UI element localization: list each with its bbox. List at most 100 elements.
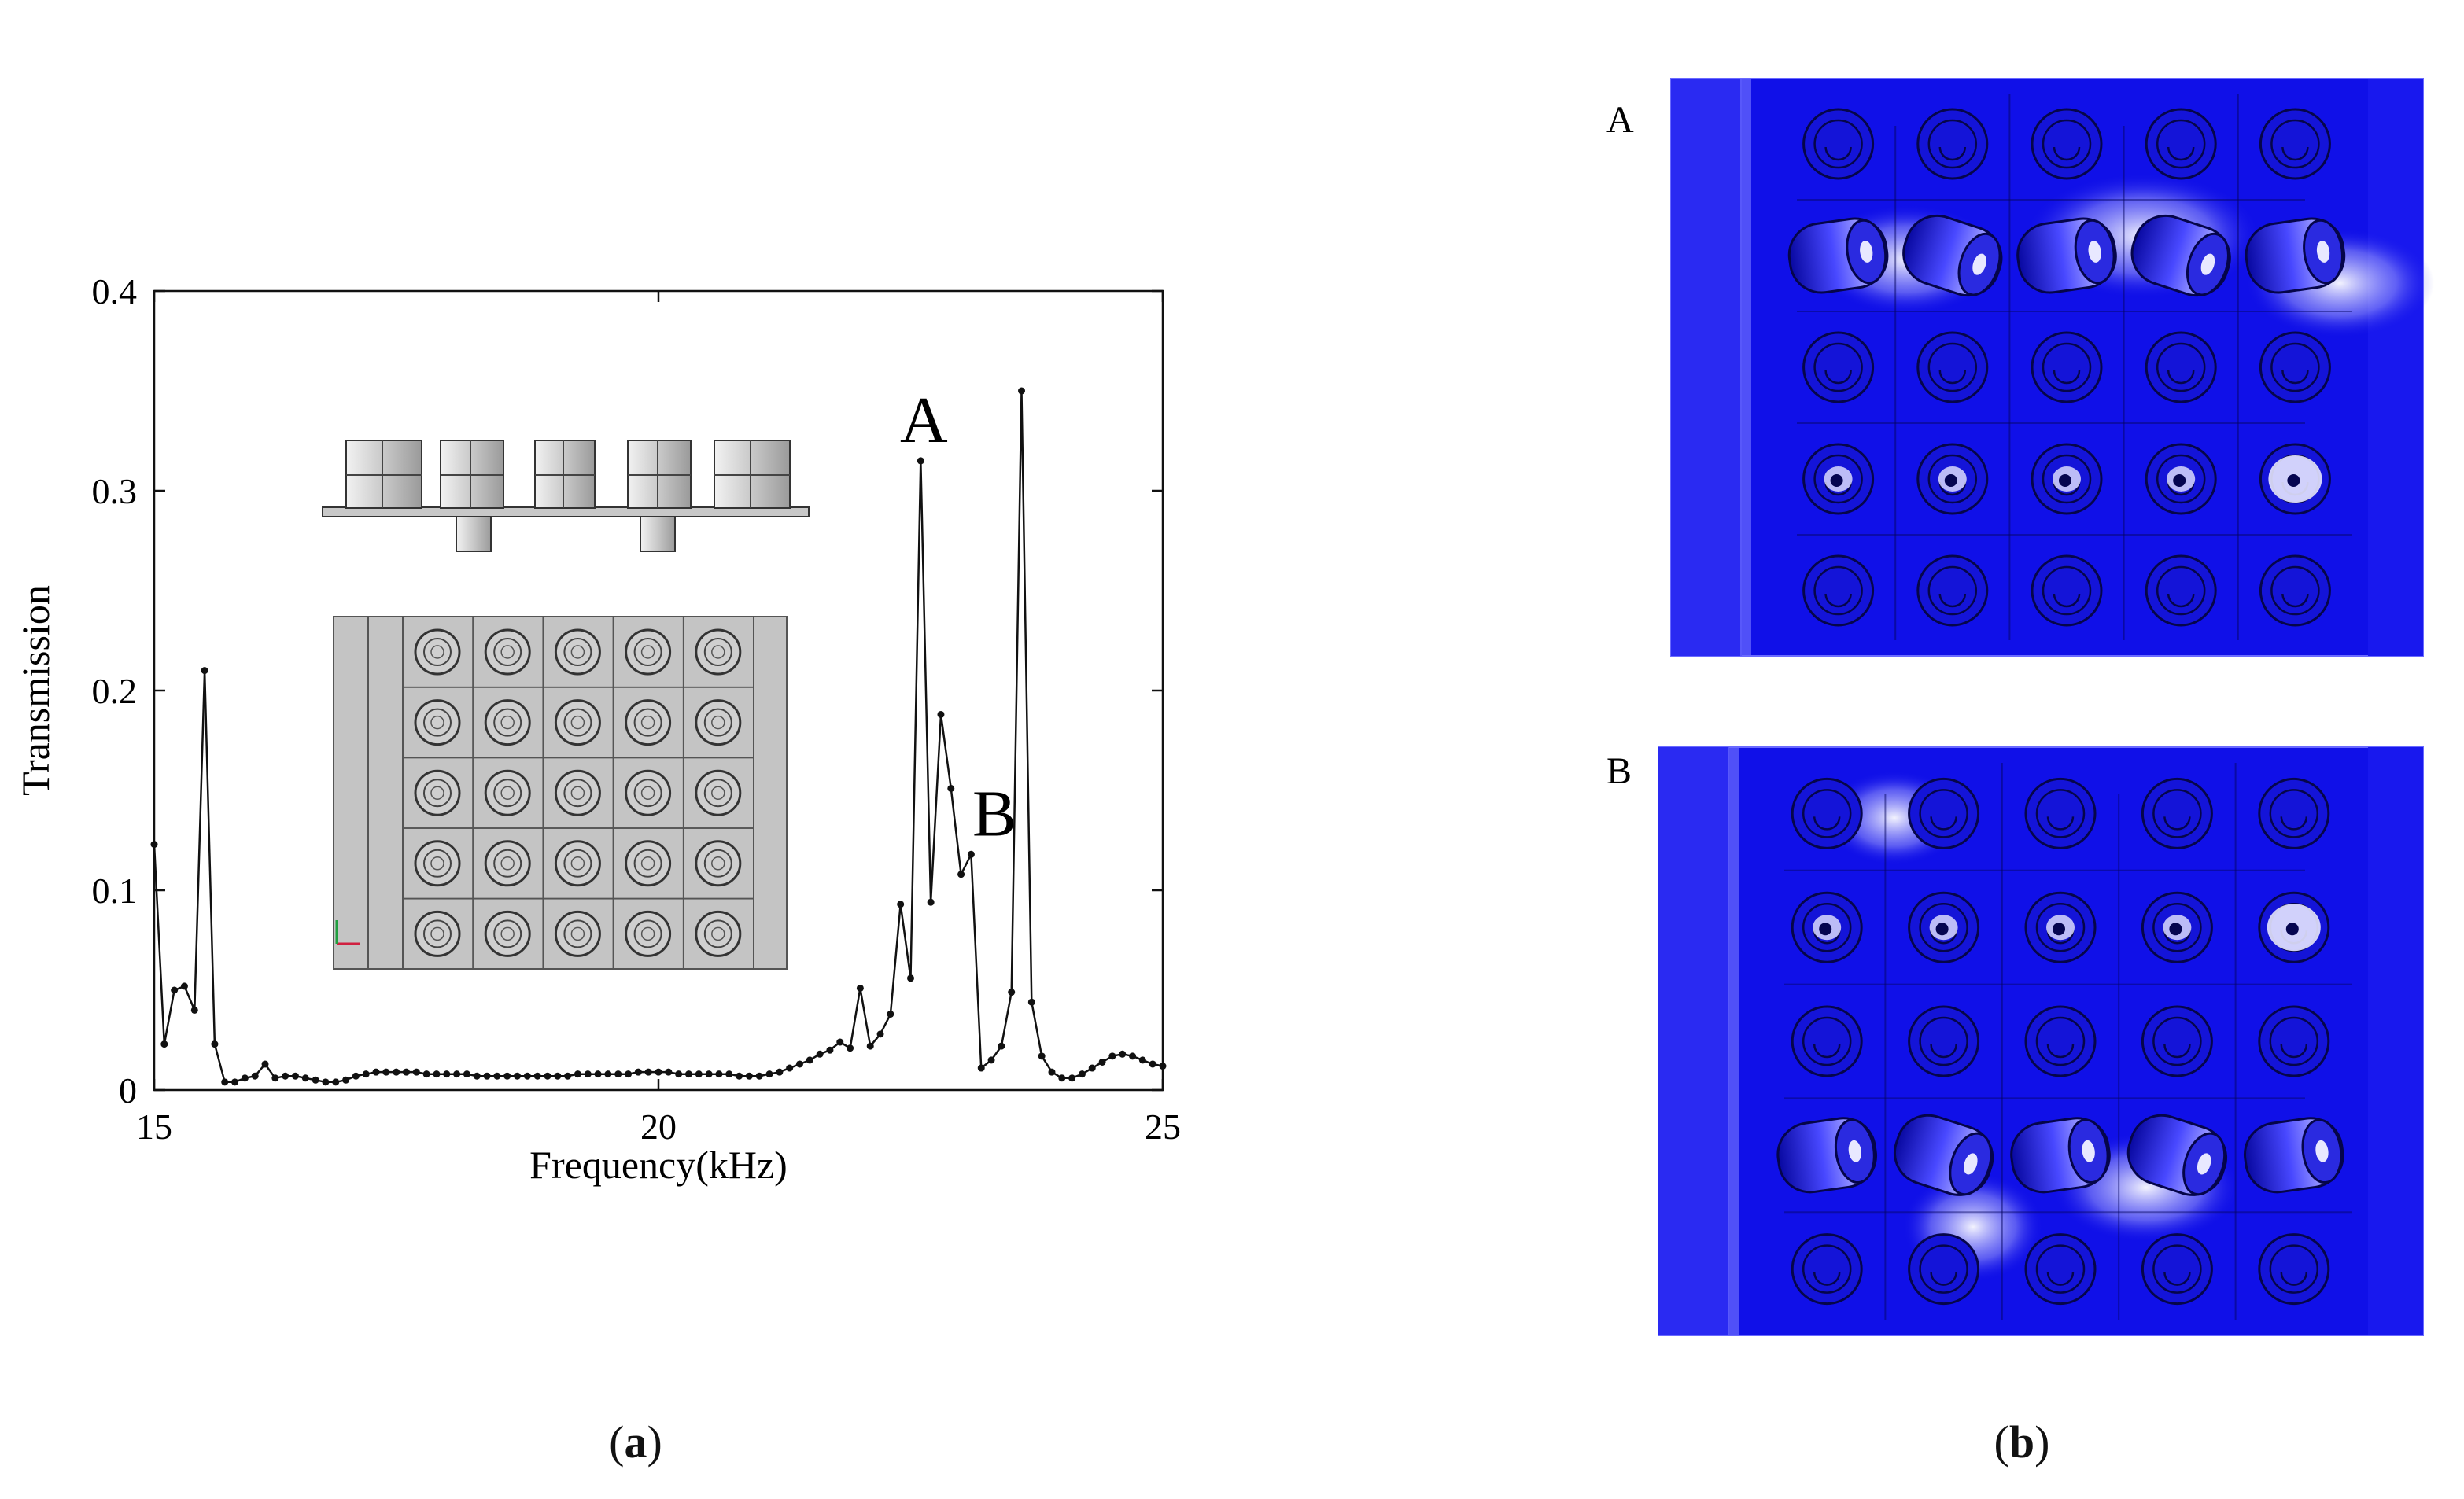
inset-ring-outer <box>625 910 672 957</box>
resonator-ring <box>2269 1016 2319 1066</box>
resonator-ring <box>1919 1244 1968 1294</box>
resonator-ring <box>2156 119 2206 169</box>
resonator-ring <box>2152 902 2202 952</box>
resonator-arc <box>2280 1272 2308 1286</box>
x-tick-label: 25 <box>1145 1107 1181 1147</box>
data-point <box>1088 1064 1096 1072</box>
data-point <box>463 1070 470 1078</box>
inset-ring-mid <box>563 708 592 737</box>
inset-ring-outer <box>625 628 672 676</box>
resonator-arc <box>2280 1044 2308 1059</box>
data-point <box>1068 1074 1076 1082</box>
inset-ring-inner <box>430 786 444 800</box>
inset-ring-inner <box>711 645 725 659</box>
data-point <box>1159 1063 1167 1070</box>
side-cylinder <box>345 440 422 509</box>
data-point <box>876 1030 884 1038</box>
data-point <box>987 1056 995 1064</box>
inset-ring-inner <box>640 715 655 730</box>
resonator-ring <box>1802 789 1852 838</box>
mode-label-B: B <box>1606 750 1632 792</box>
data-point <box>201 667 208 675</box>
resonator-arc <box>1930 1272 1957 1286</box>
resonator-arc <box>2163 816 2191 831</box>
inset-ring-mid <box>423 638 452 666</box>
inset-ring-outer <box>554 840 601 887</box>
resonator-bore <box>1935 923 1949 936</box>
x-tick-label: 20 <box>640 1107 677 1147</box>
data-point <box>786 1064 794 1072</box>
resonator-bore <box>2285 923 2299 936</box>
tilted-resonator <box>2010 1117 2111 1194</box>
data-point <box>422 1070 430 1078</box>
inset-ring-outer <box>695 910 742 957</box>
resonator-arc <box>1824 481 1852 496</box>
inset-ring-inner <box>570 856 585 871</box>
resonator-arc <box>1938 370 1967 385</box>
map-right-strip <box>2368 747 2423 1335</box>
resonator-ring <box>2152 1016 2202 1066</box>
resonator-arc <box>2046 1272 2075 1286</box>
resonator-ring <box>1927 119 1978 169</box>
data-point <box>887 1010 894 1018</box>
data-point <box>927 898 935 906</box>
side-stub <box>640 516 676 552</box>
tilted-resonator <box>1776 1117 1878 1194</box>
resonator-bore <box>2088 241 2101 263</box>
inset-ring-inner <box>640 926 655 941</box>
resonator-ring <box>1802 1244 1852 1294</box>
inset-ring-inner <box>570 786 585 800</box>
inset-cell-grid <box>402 616 754 970</box>
data-point <box>1018 387 1026 395</box>
resonator-arc <box>2163 930 2191 945</box>
data-point <box>644 1068 652 1076</box>
inset-ring-mid <box>633 919 662 948</box>
field-map-A <box>1670 78 2434 657</box>
resonator-arc <box>2167 593 2195 608</box>
tilted-resonator <box>2243 1117 2344 1194</box>
tilted-resonator <box>2016 217 2117 294</box>
resonator-arc <box>1813 1272 1841 1286</box>
data-point <box>695 1070 703 1078</box>
inset-ring-outer <box>414 910 461 957</box>
y-tick-label: 0.2 <box>92 671 138 711</box>
resonator-ring <box>1802 1016 1852 1066</box>
data-point <box>604 1070 612 1078</box>
data-point <box>453 1070 461 1078</box>
panel-caption-a: (a) <box>609 1416 662 1468</box>
map-left-strip <box>1658 747 1729 1335</box>
inset-ring-inner <box>430 715 444 730</box>
resonator-ring <box>1927 454 1978 504</box>
data-point <box>937 710 945 718</box>
data-point <box>745 1072 753 1080</box>
resonator-bore <box>2082 1140 2095 1162</box>
data-point <box>241 1074 249 1082</box>
resonator-ring <box>1927 342 1978 392</box>
resonator-ring <box>2035 1244 2086 1294</box>
inset-ring-outer <box>414 628 461 676</box>
inset-ring-mid <box>703 708 732 737</box>
resonator-bore <box>1819 923 1832 936</box>
resonator-arc <box>2281 146 2309 161</box>
resonator-arc <box>2163 1272 2191 1286</box>
resonator-ring <box>2270 565 2320 616</box>
y-axis-label: Transmission <box>13 585 57 796</box>
data-point <box>684 1070 692 1078</box>
data-point <box>362 1070 370 1078</box>
data-point <box>1058 1074 1066 1082</box>
inset-ring-mid <box>423 849 452 878</box>
inset-ring-inner <box>430 645 444 659</box>
data-point <box>957 871 965 878</box>
resonator-ring <box>2035 902 2086 952</box>
resonator-ring <box>2152 1244 2202 1294</box>
data-point <box>372 1068 380 1076</box>
inset-ring-mid <box>633 779 662 808</box>
data-point <box>1048 1068 1056 1076</box>
data-point <box>625 1070 633 1078</box>
data-point <box>634 1068 642 1076</box>
inset-ring-mid <box>423 708 452 737</box>
inset-ring-mid <box>633 849 662 878</box>
inset-ring-inner <box>640 786 655 800</box>
data-point <box>826 1046 834 1054</box>
data-point <box>816 1050 824 1058</box>
